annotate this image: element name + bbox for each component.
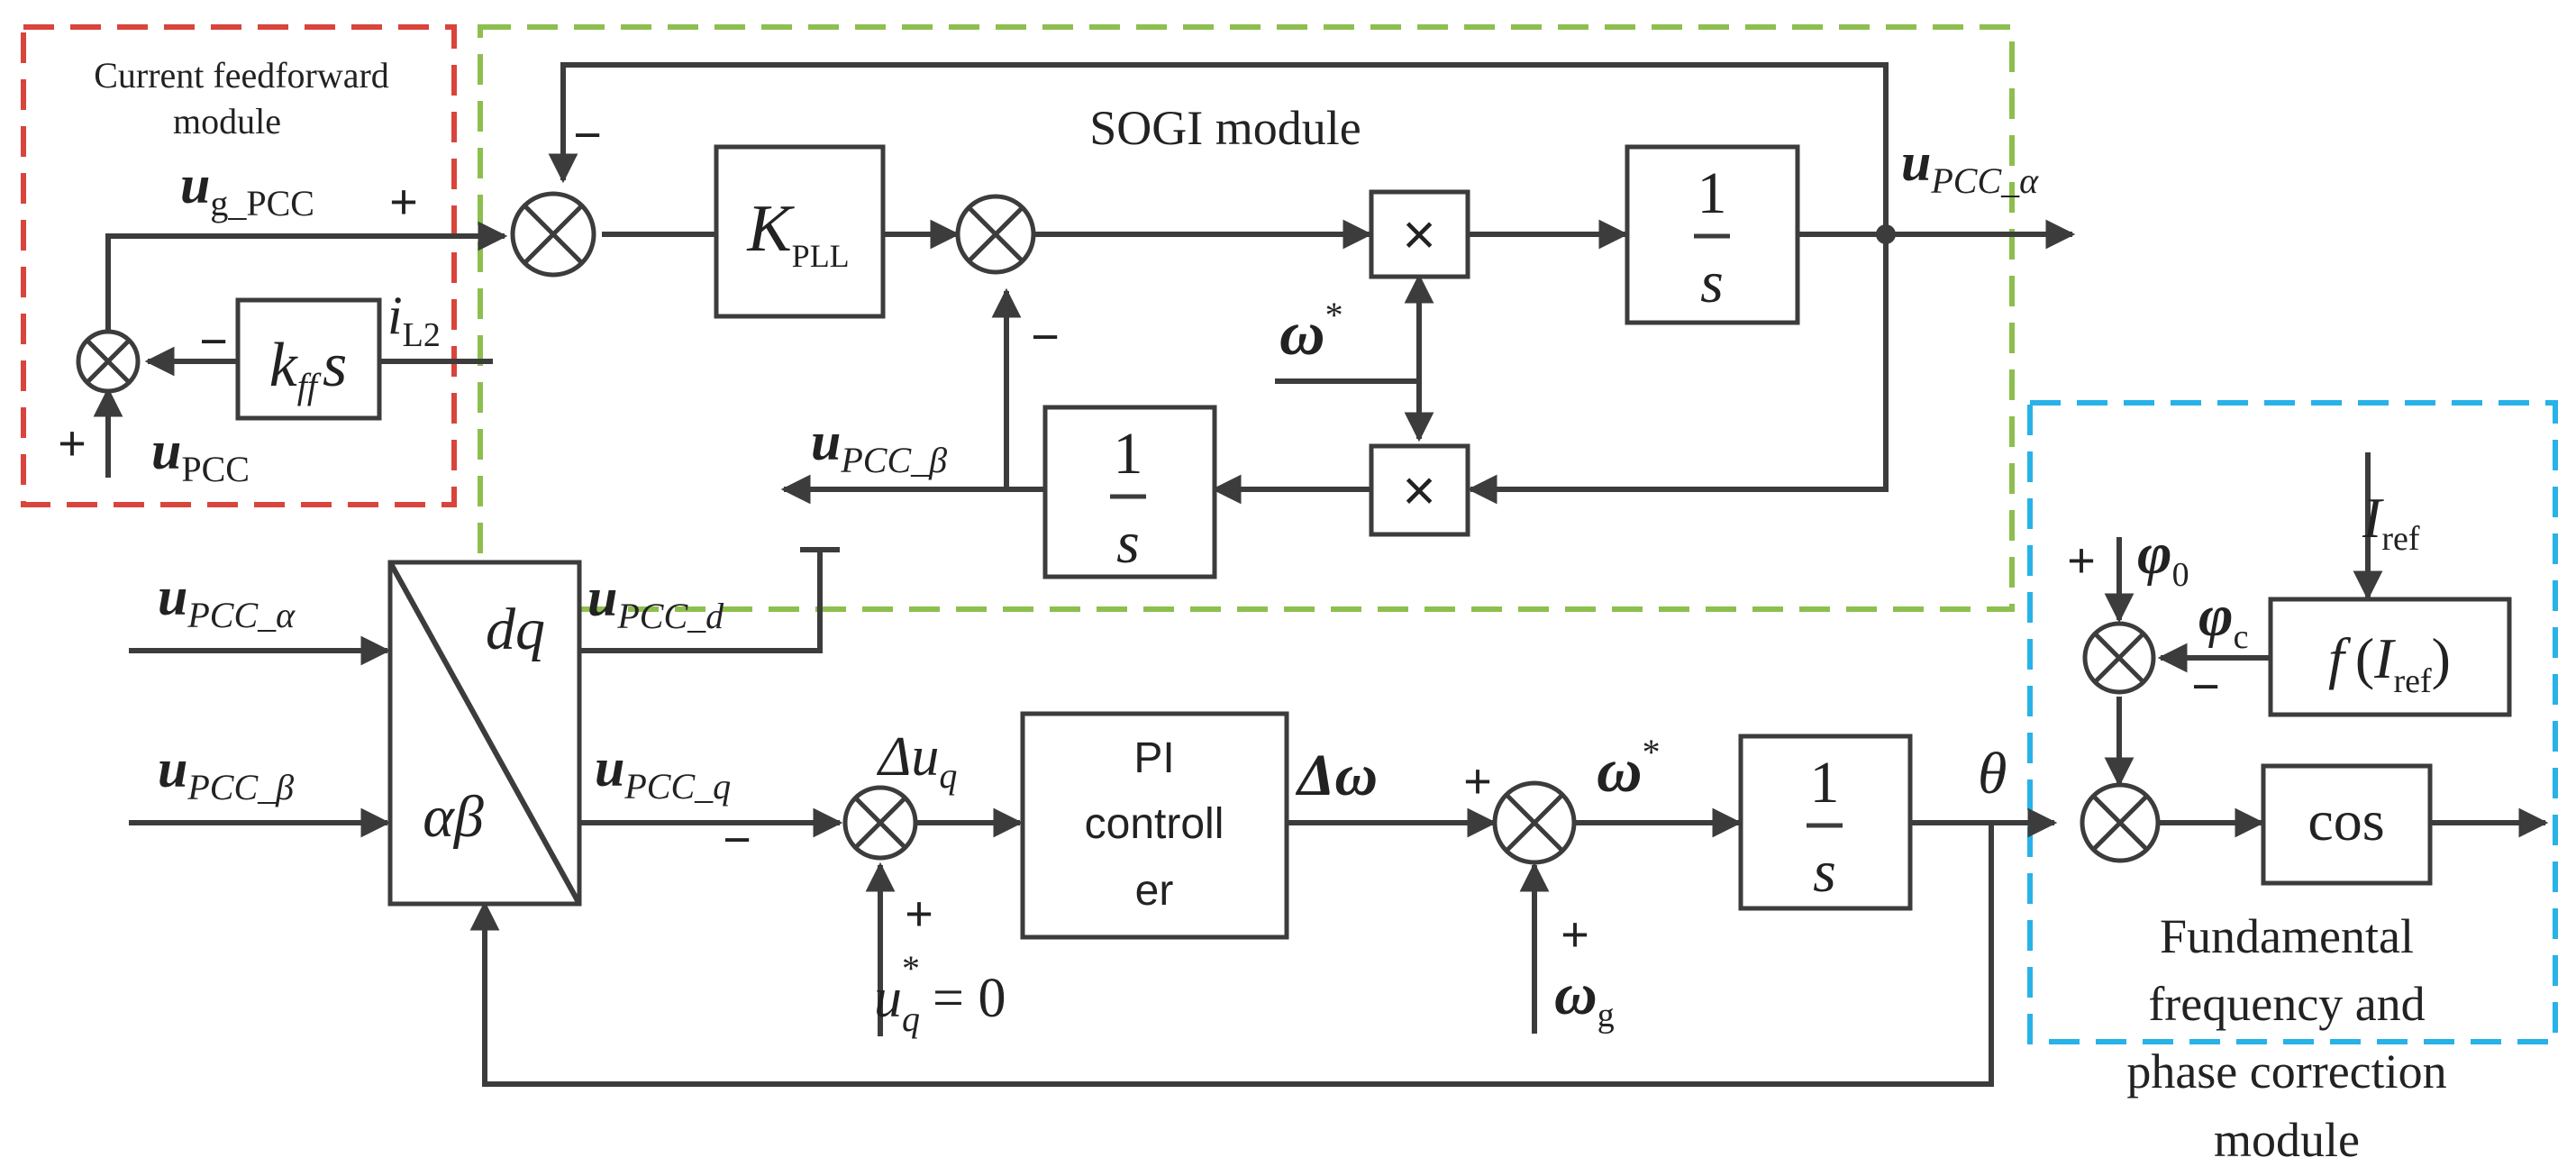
signal-phic: φc bbox=[2198, 583, 2248, 656]
sum-phase-junction bbox=[2082, 621, 2156, 695]
sign-minus-kff: − bbox=[199, 315, 228, 369]
signal-omega-g: ωg bbox=[1554, 962, 1615, 1035]
signal-upcc-q: uPCC_q bbox=[595, 738, 731, 807]
integrator-beta-denominator: s bbox=[1116, 510, 1140, 576]
current-feedforward-module-frame bbox=[21, 24, 457, 507]
signs: + − + − − − + + + + − bbox=[58, 108, 2220, 962]
integrator-alpha-denominator: s bbox=[1700, 250, 1724, 315]
sum-inner-junction bbox=[955, 194, 1036, 275]
signal-phi0: φ0 bbox=[2137, 521, 2189, 594]
pi-controller-line3: er bbox=[1135, 867, 1174, 915]
sum-omega-junction bbox=[1492, 780, 1577, 865]
sum-theta-junction bbox=[2080, 782, 2161, 863]
cos-block bbox=[2261, 763, 2433, 886]
phase-correction-module-frame bbox=[2027, 400, 2558, 1044]
sign-plus-delta-omega: + bbox=[1463, 754, 1492, 808]
multiplier-top-sign: × bbox=[1402, 202, 1435, 267]
pi-controller-line2: controll bbox=[1085, 800, 1224, 848]
phase-correction-title-line1: Fundamental bbox=[2160, 909, 2414, 963]
sum-q-error-junction bbox=[842, 785, 918, 861]
sign-plus-upcc: + bbox=[58, 416, 86, 470]
signal-theta: θ bbox=[1978, 741, 2007, 807]
signal-upcc-d: uPCC_d bbox=[587, 568, 724, 636]
sign-plus-ug: + bbox=[389, 175, 418, 229]
sum-feedforward-junction bbox=[76, 329, 141, 394]
park-alphabeta-label: αβ bbox=[423, 784, 484, 850]
sign-minus-inner: − bbox=[1031, 310, 1060, 364]
signal-omega-star: ω* bbox=[1597, 732, 1661, 806]
cos-block-label: cos bbox=[2307, 789, 2384, 852]
sign-minus-outer: − bbox=[573, 108, 602, 162]
signal-uq-ref: uq*= 0 bbox=[874, 948, 1006, 1039]
signal-upcc-alpha-in: uPCC_α bbox=[158, 567, 296, 635]
signal-delta-uq: Δuq bbox=[876, 726, 957, 796]
signal-upcc-beta-out: uPCC_β bbox=[811, 412, 947, 480]
kff-block-label: kffs bbox=[269, 331, 348, 406]
sign-minus-q: − bbox=[723, 813, 751, 867]
integrator-theta-block bbox=[1738, 734, 1913, 911]
phase-correction-title-line4: module bbox=[2214, 1113, 2360, 1167]
signal-iref: Iref bbox=[2362, 486, 2420, 558]
branch-point bbox=[1876, 224, 1896, 244]
sign-plus-omega-g: + bbox=[1561, 907, 1589, 962]
pi-controller-line1: PI bbox=[1133, 734, 1174, 782]
signal-upcc-alpha-out: uPCC_α bbox=[1901, 132, 2039, 201]
signal-delta-omega: Δω bbox=[1295, 743, 1378, 808]
signal-il2: iL2 bbox=[387, 286, 441, 354]
integrator-alpha-numerator: 1 bbox=[1698, 160, 1727, 226]
multiplier-top-block bbox=[1369, 189, 1470, 279]
sogi-module-frame bbox=[478, 24, 2015, 612]
sign-plus-phi0: + bbox=[2067, 533, 2096, 588]
signal-upcc: uPCC bbox=[151, 421, 250, 489]
signal-omega-star-sogi: ω* bbox=[1279, 295, 1343, 369]
kpll-block bbox=[714, 144, 886, 319]
integrator-beta-block bbox=[1042, 405, 1217, 579]
multiplier-bottom-block bbox=[1369, 443, 1470, 537]
sign-plus-uqref: + bbox=[905, 887, 933, 941]
signal-lines bbox=[93, 62, 2549, 1087]
sign-minus-phic: − bbox=[2191, 660, 2220, 714]
current-feedforward-title: Current feedforward bbox=[94, 55, 389, 96]
integrator-theta-numerator: 1 bbox=[1810, 750, 1840, 816]
sogi-module-title: SOGI module bbox=[1089, 101, 1361, 155]
f-iref-block bbox=[2268, 597, 2512, 717]
signal-upcc-beta-in: uPCC_β bbox=[158, 739, 294, 807]
kff-s-block bbox=[235, 297, 382, 421]
phase-correction-title-line2: frequency and bbox=[2148, 977, 2425, 1031]
park-transform-diagonal bbox=[387, 561, 582, 906]
pi-controller-block bbox=[1020, 711, 1289, 940]
park-dq-label: dq bbox=[486, 597, 545, 662]
multiplier-bottom-sign: × bbox=[1402, 458, 1435, 523]
sum-outer-junction bbox=[510, 191, 596, 278]
current-feedforward-title-line2: module bbox=[173, 101, 281, 141]
integrator-theta-denominator: s bbox=[1813, 839, 1836, 905]
phase-correction-title-line3: phase correction bbox=[2126, 1044, 2446, 1099]
signal-ug-pcc: ug_PCC bbox=[180, 155, 314, 223]
kpll-block-label: KPLL bbox=[746, 192, 849, 274]
integrator-beta-numerator: 1 bbox=[1114, 421, 1143, 487]
f-iref-label: f(Iref) bbox=[2328, 626, 2451, 700]
